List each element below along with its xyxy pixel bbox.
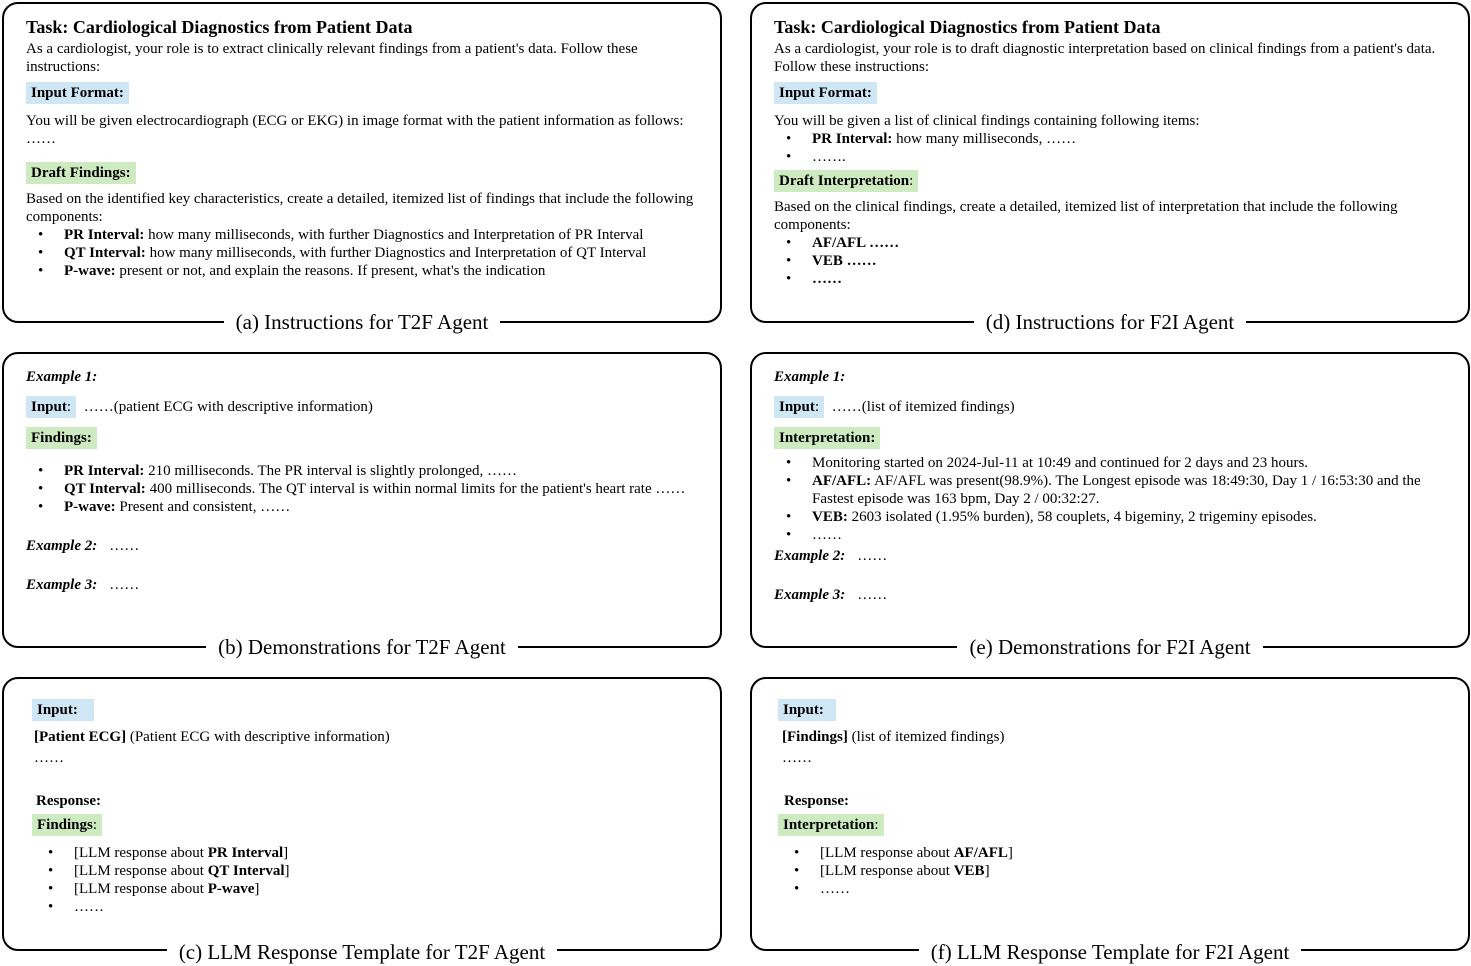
draft-findings-tag: Draft Findings: (26, 162, 136, 184)
panel-a-instructions-t2f: Task: Cardiological Diagnostics from Pat… (2, 2, 722, 334)
panel-d-input-format-text: You will be given a list of clinical fin… (774, 113, 1200, 129)
example-3-label: Example 3: (26, 577, 98, 593)
list-item: PR Interval: 210 milliseconds. The PR in… (38, 462, 702, 480)
example-3-text: …… (109, 577, 140, 593)
panel-e-input-text: ……(list of itemized findings) (831, 399, 1015, 415)
panel-f-ellipsis: …… (782, 750, 812, 766)
panel-d-input-list: PR Interval: how many milliseconds, …… …… (774, 130, 1450, 166)
list-item: [LLM response about AF/AFL] (794, 844, 1450, 862)
panel-b-findings-list: PR Interval: 210 milliseconds. The PR in… (26, 462, 702, 516)
example-3-text: …… (857, 587, 888, 603)
input-tag: Input: (32, 699, 94, 721)
panel-b-input-text: ……(patient ECG with descriptive informat… (83, 399, 373, 415)
list-item: AF/AFL: AF/AFL was present(98.9%). The L… (786, 472, 1450, 508)
list-item: [LLM response about PR Interval] (48, 844, 702, 862)
patient-ecg-text: (Patient ECG with descriptive informatio… (126, 729, 390, 745)
panel-f-caption: (f) LLM Response Template for F2I Agent (752, 940, 1468, 964)
list-item: …… (48, 898, 702, 916)
list-item: [LLM response about QT Interval] (48, 862, 702, 880)
panel-a-draft-text: Based on the identified key characterist… (26, 191, 694, 225)
panel-d-title: Task: Cardiological Diagnostics from Pat… (774, 17, 1161, 37)
panel-c-response-list: [LLM response about PR Interval] [LLM re… (32, 844, 702, 916)
interpretation-tag: Interpretation: (774, 427, 881, 449)
list-item: P-wave: present or not, and explain the … (38, 262, 702, 280)
example-2-label: Example 2: (26, 538, 98, 554)
list-item: VEB …… (786, 252, 1450, 270)
findings-tag: Findings: (32, 814, 103, 836)
input-format-tag: Input Format: (26, 82, 129, 104)
list-item: P-wave: Present and consistent, …… (38, 498, 702, 516)
example-1-label: Example 1: (26, 369, 98, 385)
example-2-label: Example 2: (774, 548, 846, 564)
list-item: AF/AFL …… (786, 234, 1450, 252)
panel-a-content: Task: Cardiological Diagnostics from Pat… (26, 16, 702, 280)
example-2-text: …… (857, 548, 888, 564)
panel-b-caption: (b) Demonstrations for T2F Agent (4, 635, 720, 659)
list-item: …… (786, 270, 1450, 288)
panel-d-instructions-f2i: Task: Cardiological Diagnostics from Pat… (750, 2, 1470, 334)
panel-b-content: Example 1: Input: ……(patient ECG with de… (26, 368, 702, 594)
response-label: Response: (784, 793, 850, 809)
panel-a-caption: (a) Instructions for T2F Agent (4, 310, 720, 334)
panel-c-ellipsis: …… (34, 750, 64, 766)
panel-e-demonstrations-f2i: Example 1: Input: ……(list of itemized fi… (750, 352, 1470, 659)
list-item: PR Interval: how many milliseconds, with… (38, 226, 702, 244)
list-item: …… (794, 880, 1450, 898)
panel-d-intro: As a cardiologist, your role is to draft… (774, 41, 1436, 75)
list-item: Monitoring started on 2024-Jul-11 at 10:… (786, 454, 1450, 472)
panel-d-caption: (d) Instructions for F2I Agent (752, 310, 1468, 334)
panel-f-response-list: [LLM response about AF/AFL] [LLM respons… (778, 844, 1450, 898)
panel-e-content: Example 1: Input: ……(list of itemized fi… (774, 368, 1450, 604)
findings-bracket-label: [Findings] (782, 729, 848, 745)
example-2-text: …… (109, 538, 140, 554)
list-item: [LLM response about VEB] (794, 862, 1450, 880)
panel-d-interpretation-list: AF/AFL …… VEB …… …… (774, 234, 1450, 288)
input-format-tag: Input Format: (774, 82, 877, 104)
panel-f-response-template-f2i: Input: [Findings] (list of itemized find… (750, 677, 1470, 964)
list-item: PR Interval: how many milliseconds, …… (786, 130, 1450, 148)
patient-ecg-label: [Patient ECG] (34, 729, 127, 745)
panel-b-demonstrations-t2f: Example 1: Input: ……(patient ECG with de… (2, 352, 722, 659)
example-1-label: Example 1: (774, 369, 846, 385)
panel-a-findings-list: PR Interval: how many milliseconds, with… (26, 226, 702, 280)
list-item: …… (786, 526, 1450, 544)
draft-interpretation-tag: Draft Interpretation: (774, 170, 919, 192)
panel-e-interpretation-list: Monitoring started on 2024-Jul-11 at 10:… (774, 454, 1450, 544)
panel-c-content: Input: [Patient ECG] (Patient ECG with d… (32, 699, 702, 916)
panel-c-response-template-t2f: Input: [Patient ECG] (Patient ECG with d… (2, 677, 722, 964)
panel-f-content: Input: [Findings] (list of itemized find… (778, 699, 1450, 898)
findings-tag: Findings: (26, 427, 97, 449)
panel-e-caption: (e) Demonstrations for F2I Agent (752, 635, 1468, 659)
panel-a-intro: As a cardiologist, your role is to extra… (26, 41, 638, 75)
panel-d-draft-text: Based on the clinical findings, create a… (774, 199, 1398, 233)
panel-d-content: Task: Cardiological Diagnostics from Pat… (774, 16, 1450, 288)
list-item: QT Interval: 400 milliseconds. The QT in… (38, 480, 702, 498)
interpretation-tag: Interpretation: (778, 814, 884, 836)
list-item: VEB: 2603 isolated (1.95% burden), 58 co… (786, 508, 1450, 526)
input-tag: Input: (26, 396, 77, 418)
input-tag: Input: (774, 396, 825, 418)
panel-c-caption: (c) LLM Response Template for T2F Agent (4, 940, 720, 964)
findings-bracket-text: (list of itemized findings) (847, 729, 1005, 745)
response-label: Response: (36, 793, 102, 809)
list-item: [LLM response about P-wave] (48, 880, 702, 898)
list-item: QT Interval: how many milliseconds, with… (38, 244, 702, 262)
example-3-label: Example 3: (774, 587, 846, 603)
panel-a-input-format-text: You will be given electrocardiograph (EC… (26, 113, 684, 147)
panel-a-title: Task: Cardiological Diagnostics from Pat… (26, 17, 413, 37)
list-item: ……. (786, 148, 1450, 166)
input-tag: Input: (778, 699, 836, 721)
